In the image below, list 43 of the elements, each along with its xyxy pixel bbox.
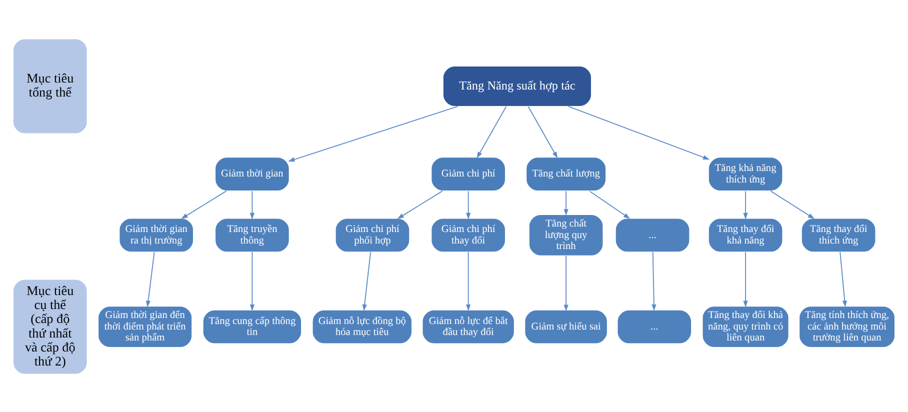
node-box: ...: [616, 308, 692, 344]
node-box: Giảm sự hiểu sai: [524, 308, 608, 344]
node-box: Giảm nỗ lực để bắt đầu thay đổi: [422, 308, 515, 344]
node-box: Tăng thay đổi khả năng, quy trình có liên quan: [702, 305, 790, 348]
arrow: [362, 251, 372, 311]
node-box: Giảm thời gian: [214, 156, 290, 191]
arrow: [250, 190, 254, 219]
arrow: [743, 251, 748, 307]
node-box: Giảm nỗ lực đồng bộ hóa mục tiêu: [312, 308, 412, 344]
node-box: Tăng thay đổi thích ứng: [801, 217, 876, 252]
arrow: [466, 190, 471, 219]
arrow: [568, 105, 710, 160]
node-box: Tăng chất lượng: [526, 156, 606, 191]
arrow: [466, 251, 471, 311]
node-box: Tăng truyền thông: [214, 217, 290, 252]
arrow: [181, 190, 227, 218]
node-box: Giảm chi phí phối hợp: [334, 217, 410, 252]
arrow: [564, 255, 568, 311]
node-box: Tăng tính thích ứng, các ảnh hưởng môi trường liên quan: [798, 305, 896, 348]
node-box: ...: [614, 217, 690, 252]
node-box: Giảm chi phí thay đổi: [430, 217, 506, 252]
arrow: [397, 190, 443, 218]
arrow: [743, 190, 748, 219]
node-box: Giảm chi phí: [430, 156, 506, 191]
node-box: Tăng Năng suất hợp tác: [442, 65, 592, 106]
node-box: Tăng chất lượng quy trình: [528, 214, 604, 256]
node-box: Giảm thời gian đến thời điểm phát triển sản phẩm: [98, 305, 193, 348]
arrow: [589, 190, 630, 218]
arrow: [250, 251, 254, 311]
arrow: [288, 105, 458, 162]
arrow: [770, 190, 815, 218]
node-box: Tăng thay đổi khả năng: [708, 217, 784, 252]
arrow: [840, 251, 847, 307]
node-box: Giảm thời gian ra thị trường: [118, 217, 194, 252]
arrow: [564, 190, 568, 216]
arrow: [652, 251, 656, 311]
arrow: [476, 106, 507, 158]
node-box: Mục tiêu tổng thể: [12, 38, 88, 134]
arrow: [528, 106, 558, 158]
node-box: Tăng khả năng thích ứng: [708, 156, 784, 191]
arrow: [146, 251, 155, 307]
node-box: Mục tiêu cụ thể (cấp độ thứ nhất và cấp độ thứ 2): [12, 278, 88, 374]
node-box: Tăng cung cấp thông tin: [202, 308, 302, 344]
